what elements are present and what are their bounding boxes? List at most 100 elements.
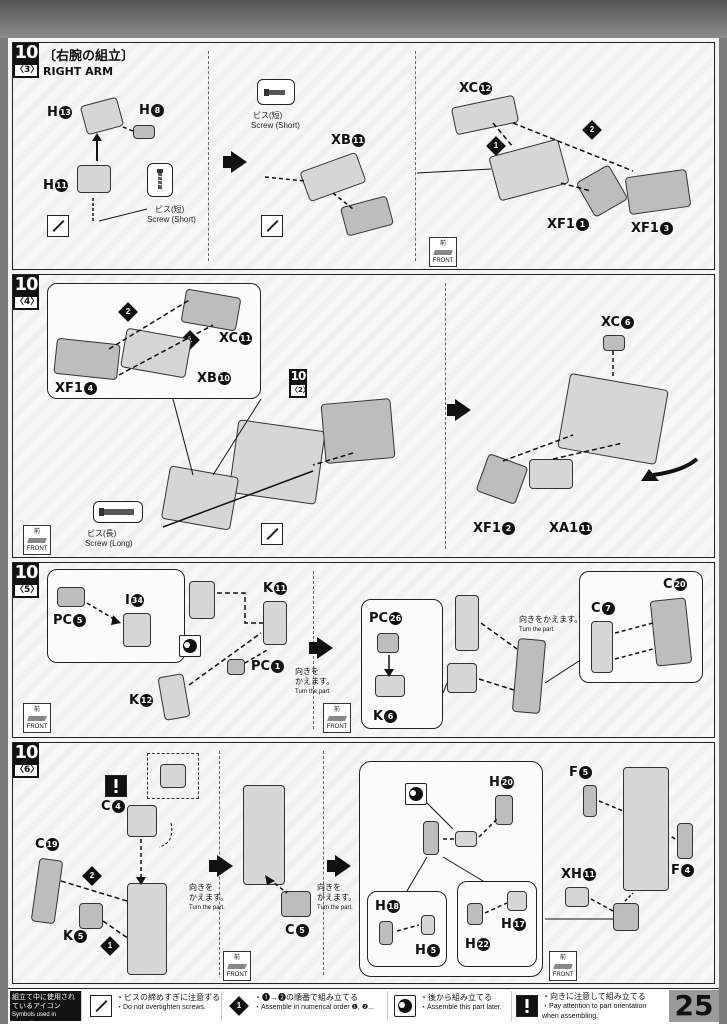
- screw-short-label-en-2: Screw (Short): [251, 121, 300, 130]
- part-shield: [320, 398, 396, 464]
- part-hand-thumb: [423, 821, 439, 855]
- sequence-2-marker: 2: [582, 120, 602, 140]
- legend-sequence: ・❶→❷の順番で組み立てる ・Assemble in numerical ord…: [254, 991, 388, 1021]
- overtighten-warning-icon: [90, 995, 112, 1017]
- part-h17: [507, 891, 527, 911]
- detail-bubble: [361, 599, 443, 729]
- part-forearm: [127, 883, 167, 975]
- part-pc1: [227, 659, 245, 675]
- part-pc26: [377, 633, 399, 653]
- screw-long-label-jp: ビス(長): [87, 529, 117, 538]
- orientation-warning-icon: [105, 775, 127, 797]
- sequence-icon: 1: [229, 996, 249, 1016]
- next-step-arrow: [223, 151, 247, 173]
- divider: [415, 51, 416, 261]
- legend-overtighten: ・ビスの締めすぎに注意する ・Do not overtighten screws…: [116, 991, 222, 1021]
- part-hand-assembled: [613, 903, 639, 931]
- part-xc12: [450, 94, 520, 136]
- part-c5: [281, 891, 311, 917]
- divider: [323, 751, 324, 975]
- part-f5: [583, 785, 597, 817]
- part-upper-block: [189, 581, 215, 619]
- part-xa111: [529, 459, 573, 489]
- step-number: 10 〈3〉: [13, 43, 39, 78]
- part-f4: [677, 823, 693, 859]
- part-c4: [127, 805, 157, 837]
- screw-short-icon: [147, 163, 173, 197]
- sequence-2-marker: 2: [82, 866, 102, 886]
- part-k5: [79, 903, 103, 929]
- part-c4-detail: [160, 764, 186, 788]
- part-block: [447, 663, 477, 693]
- overtighten-warning-icon: [261, 523, 283, 545]
- symbol-legend: 組立て中に使用されているアイコン Symbols used in instruc…: [8, 988, 719, 1024]
- part-h13: [79, 96, 125, 136]
- next-step-arrow: [327, 855, 351, 877]
- legend-title: 組立て中に使用されているアイコン Symbols used in instruc…: [10, 991, 82, 1024]
- part-h20: [495, 795, 513, 825]
- part-i34: [123, 613, 151, 647]
- part-forearm-rotated: [243, 785, 285, 885]
- part-k6: [375, 675, 405, 697]
- part-xf12: [475, 453, 529, 505]
- turn-part-note: 向きを かえます。Turn the part.: [189, 883, 229, 911]
- turn-part-note-2: 向きをかえます。Turn the part.: [519, 615, 583, 633]
- part-h8: [133, 125, 155, 139]
- part-arm-assembled: [557, 372, 669, 466]
- part-k11: [263, 601, 287, 645]
- sequence-2-marker: 2: [118, 302, 138, 322]
- turn-part-note-2: 向きを かえます。Turn the part.: [317, 883, 357, 911]
- part-arm-body: [228, 419, 326, 505]
- step-number: 10 〈5〉: [13, 563, 39, 598]
- part-h11: [77, 165, 111, 193]
- part-xf1-3: [624, 168, 692, 216]
- part-xc6: [603, 335, 625, 351]
- part-xf1-1: [575, 164, 629, 218]
- screw-long-label-en: Screw (Long): [85, 539, 133, 548]
- legend-orientation: ・向きに注意して組み立てる ・Pay attention to part ori…: [542, 992, 647, 1020]
- divider: [445, 283, 446, 549]
- screw-short-label-jp-2: ビス(短): [253, 111, 283, 120]
- part-side-plate: [511, 637, 547, 715]
- part-k12: [157, 673, 191, 721]
- orientation-warning-icon: [516, 995, 538, 1017]
- part-lower-cover: [160, 465, 240, 531]
- overtighten-warning-icon: [47, 215, 69, 237]
- turn-part-note: 向きを かえます。Turn the part.: [295, 667, 335, 695]
- part-pc5: [57, 587, 85, 607]
- assemble-later-icon: [394, 995, 416, 1017]
- assemble-later-icon: [179, 635, 201, 657]
- part-xf14: [53, 337, 121, 381]
- reference-step-badge: 10 〈2〉: [289, 369, 310, 398]
- assemble-later-icon: [405, 783, 427, 805]
- part-xh11: [565, 887, 589, 907]
